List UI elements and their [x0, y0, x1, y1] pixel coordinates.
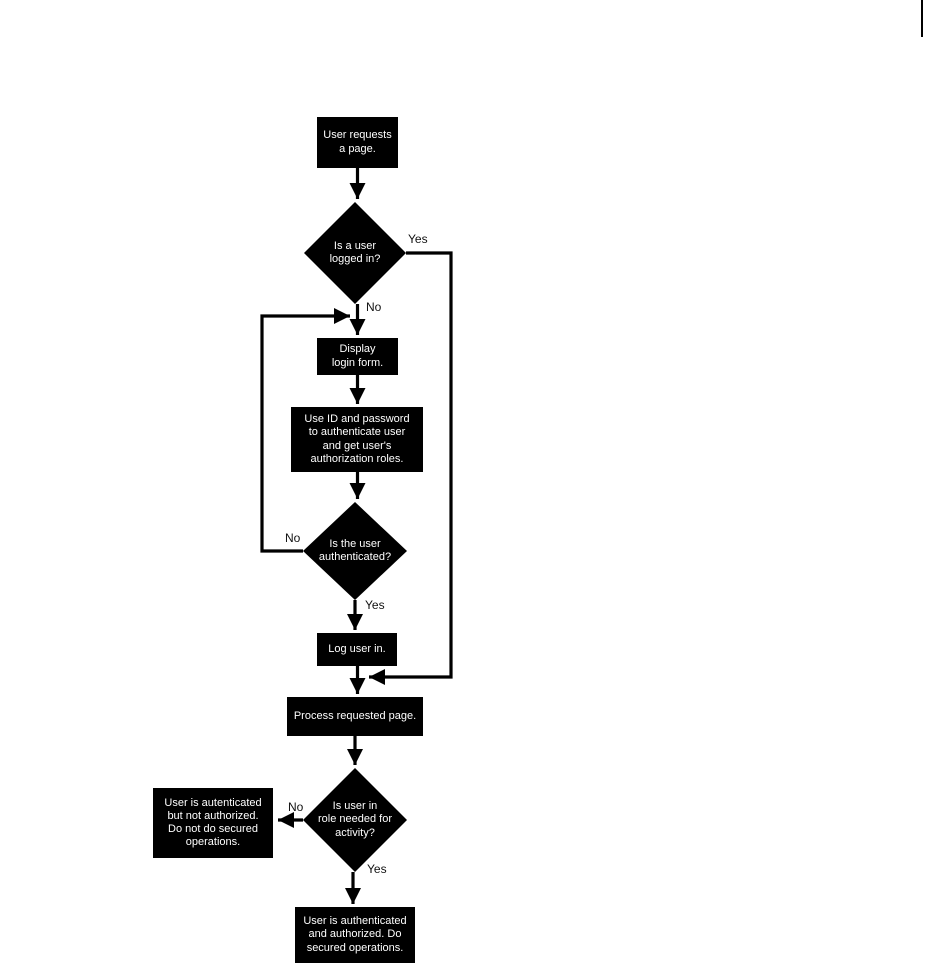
edge-label-authenticated-no: No — [285, 531, 301, 545]
node-label: Use ID and password to authenticate user… — [304, 413, 410, 465]
node-authorized: User is authenticated and authorized. Do… — [295, 907, 415, 963]
node-label: Display login form. — [331, 343, 384, 369]
node-label: Is the user authenticated? — [318, 537, 392, 563]
node-user-requests-page: User requests a page. — [317, 117, 398, 168]
line-loggedin-yes — [369, 251, 453, 685]
edge-label-in-role-no: No — [288, 800, 304, 814]
node-display-login-form: Display login form. — [317, 338, 398, 375]
node-label: User is authenticated and authorized. Do… — [303, 915, 407, 954]
node-label: Is user in role needed for activity? — [318, 800, 392, 839]
edge-label-logged-in-no: No — [366, 300, 382, 314]
edge-label-in-role-yes: Yes — [367, 862, 387, 876]
node-authenticate-user: Use ID and password to authenticate user… — [291, 407, 423, 472]
node-label: Process requested page. — [293, 709, 417, 722]
page-edge-line — [921, 0, 923, 37]
node-process-requested-page: Process requested page. — [287, 697, 423, 736]
node-not-authorized: User is autenticated but not authorized.… — [153, 788, 273, 858]
node-log-user-in: Log user in. — [317, 633, 397, 666]
edge-label-authenticated-yes: Yes — [365, 598, 385, 612]
line-authenticated-no-loop — [260, 308, 350, 553]
node-label: User is autenticated but not authorized.… — [164, 796, 262, 849]
edge-label-logged-in-yes: Yes — [408, 232, 428, 246]
node-label: Log user in. — [328, 642, 386, 655]
node-label: Is a user logged in? — [329, 239, 381, 265]
node-label: User requests a page. — [323, 129, 392, 155]
